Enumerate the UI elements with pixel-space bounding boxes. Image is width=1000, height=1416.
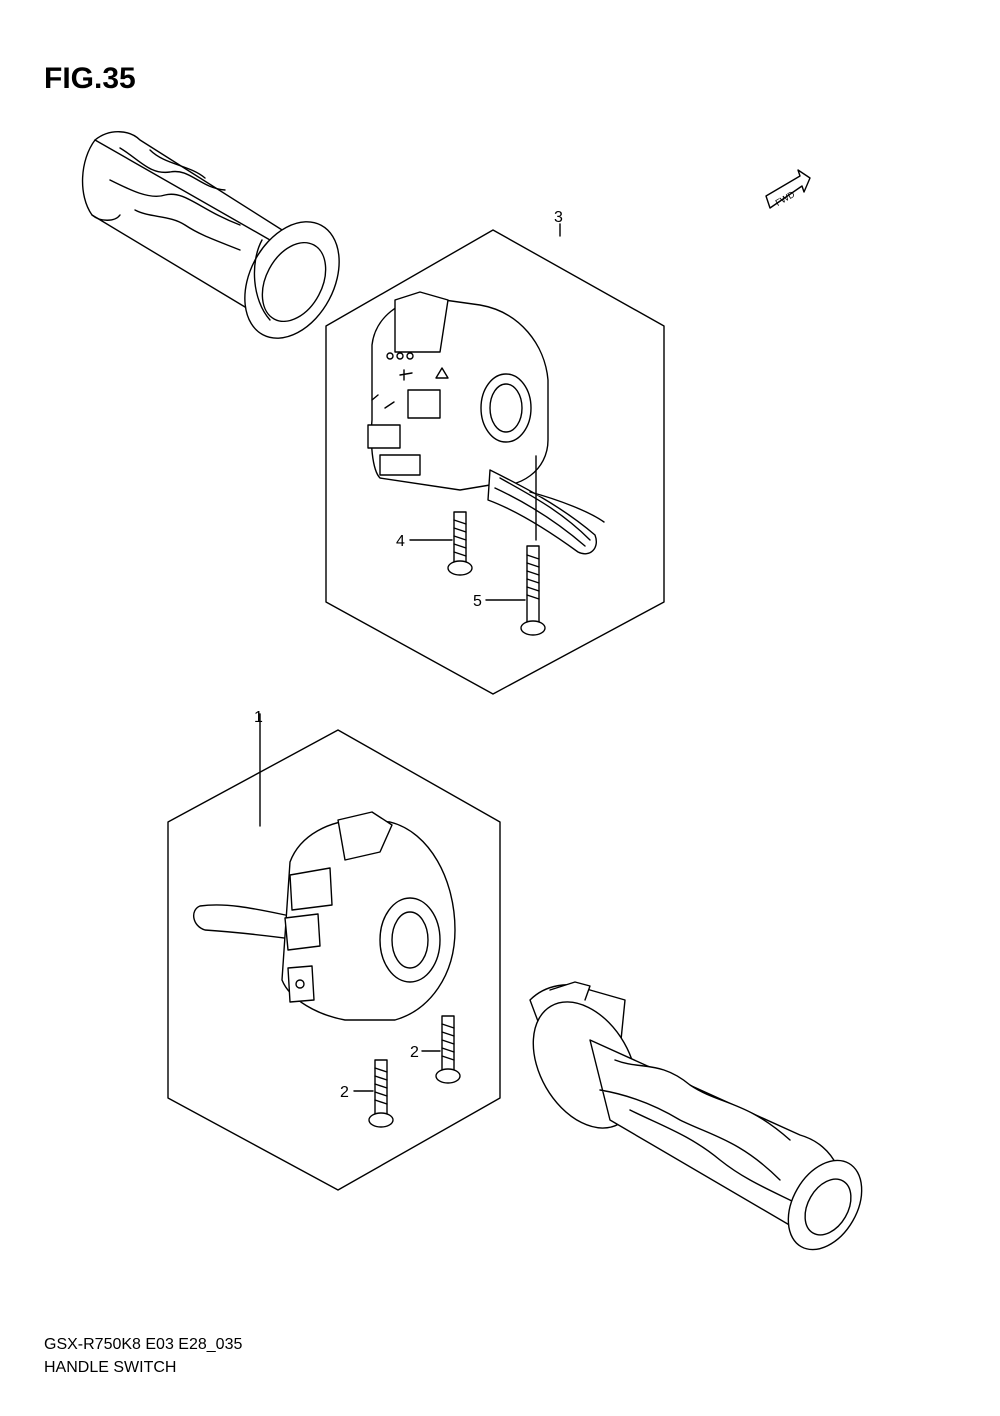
figure-name: HANDLE SWITCH bbox=[44, 1359, 177, 1376]
hexagon-frame-upper bbox=[325, 229, 665, 695]
callout-4: 4 bbox=[396, 533, 405, 550]
screw-2-lower bbox=[368, 1059, 394, 1128]
figure-code: GSX-R750K8 E03 E28_035 bbox=[44, 1336, 243, 1353]
hexagon-frame-lower bbox=[167, 729, 501, 1191]
wire-harness bbox=[487, 455, 605, 555]
left-switch-assembly bbox=[193, 811, 456, 1021]
screw-4 bbox=[447, 511, 473, 576]
screw-5 bbox=[520, 545, 546, 636]
callout-3: 3 bbox=[554, 209, 563, 226]
screw-2-upper bbox=[435, 1015, 461, 1084]
grip-bottom-right bbox=[529, 981, 863, 1251]
callout-2-lower: 2 bbox=[340, 1084, 349, 1101]
grip-top-left bbox=[81, 131, 340, 339]
right-switch-assembly bbox=[367, 291, 549, 491]
fwd-arrow-icon: FWD bbox=[765, 169, 811, 209]
callout-5: 5 bbox=[473, 593, 482, 610]
figure-title: FIG.35 bbox=[44, 62, 136, 95]
callout-1: 1 bbox=[254, 709, 263, 726]
callout-2-upper: 2 bbox=[410, 1044, 419, 1061]
